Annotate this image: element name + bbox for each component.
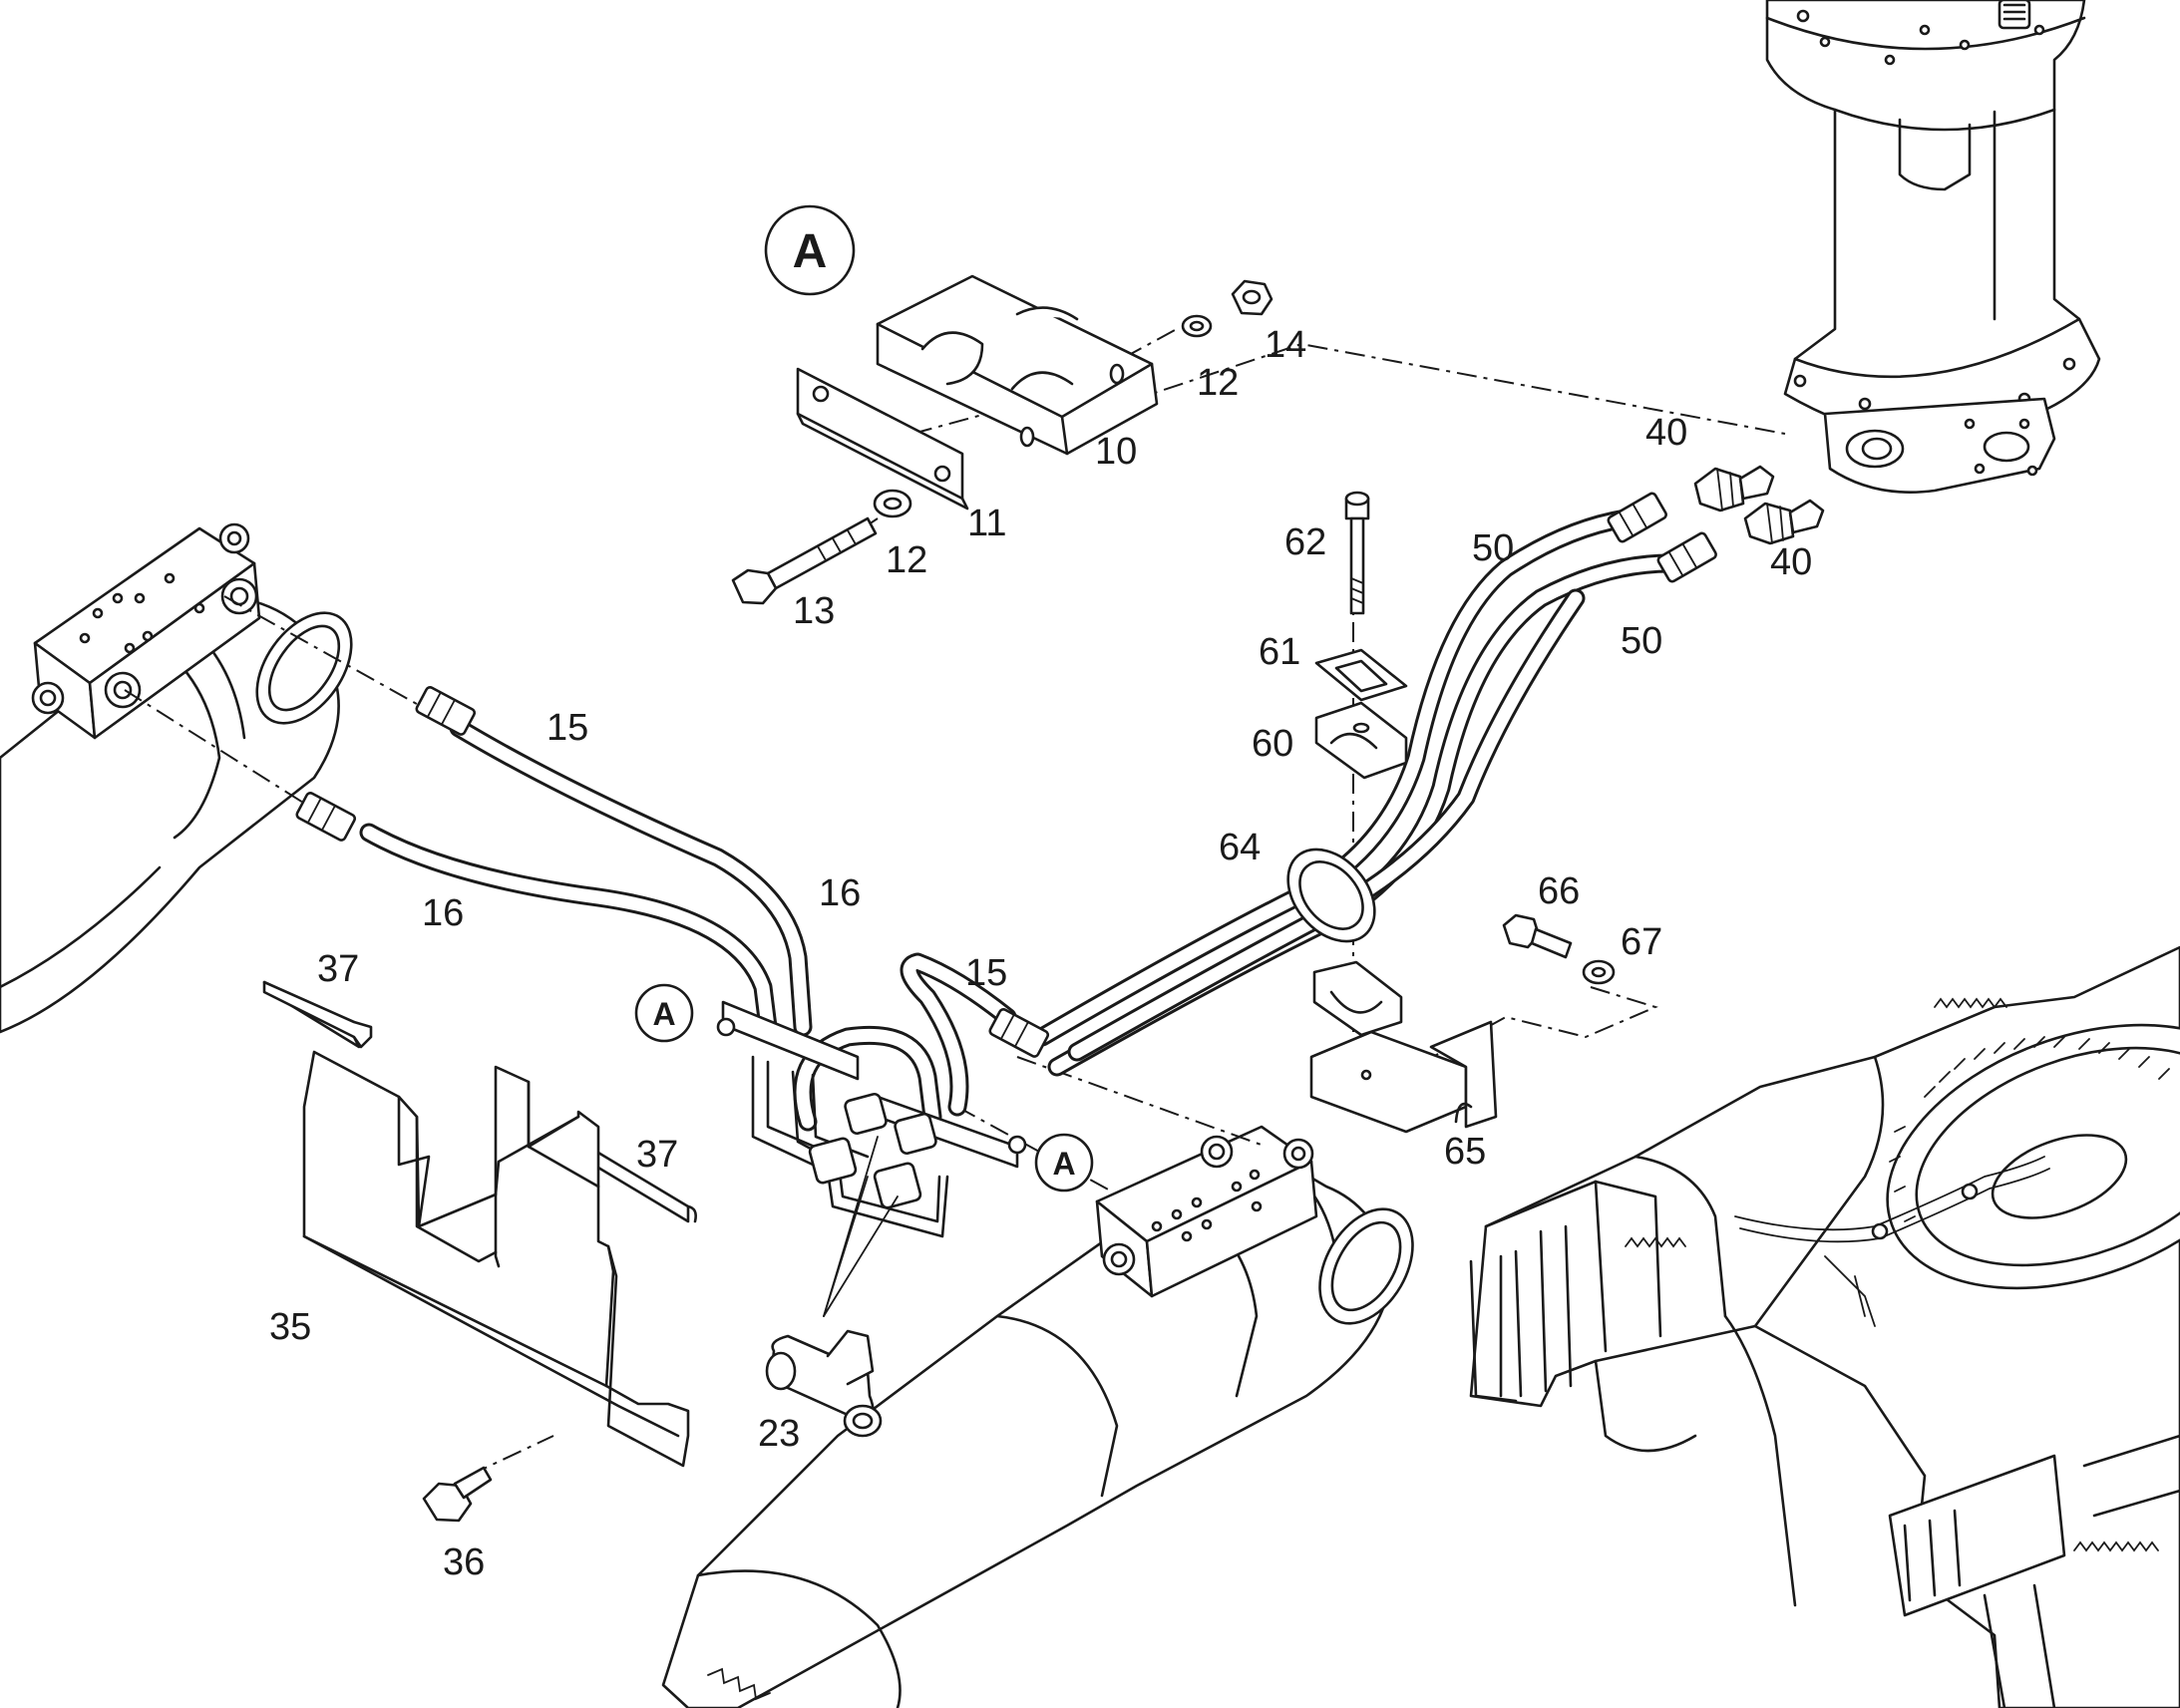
- callout-12-upper: 12: [1197, 362, 1239, 404]
- callout-64: 64: [1219, 827, 1261, 868]
- clamp-a-letter-left: A: [652, 996, 675, 1032]
- callout-16-left: 16: [422, 892, 464, 934]
- callout-15-left: 15: [546, 707, 588, 749]
- adapters-40: [1693, 465, 1825, 545]
- detail-a-marker: A: [764, 204, 856, 296]
- clamp-a-marker-left: A: [634, 983, 694, 1043]
- callout-50-lower: 50: [1621, 620, 1662, 662]
- callout-23: 23: [758, 1413, 800, 1455]
- callout-66: 66: [1538, 870, 1580, 912]
- callout-67: 67: [1621, 921, 1662, 963]
- callout-65: 65: [1444, 1131, 1486, 1173]
- swing-motor-housing: [1765, 0, 2101, 494]
- callout-13: 13: [793, 590, 835, 632]
- callout-14: 14: [1265, 324, 1306, 366]
- hose-clamp-assemblies: [716, 1000, 1027, 1238]
- callout-12-lower: 12: [886, 539, 927, 581]
- t-fitting-23: [765, 1329, 883, 1438]
- callout-50-upper: 50: [1472, 527, 1514, 569]
- detail-a-clamp-parts: [731, 274, 1273, 605]
- callout-37-upper: 37: [317, 948, 359, 990]
- clamp-a-marker-right: A: [1034, 1133, 1094, 1193]
- pipe-holder-parts: [1286, 491, 1616, 1134]
- callout-60: 60: [1252, 723, 1293, 765]
- callout-15-right: 15: [965, 952, 1007, 994]
- cylinder-lower-middle: [661, 1125, 1414, 1708]
- callout-62: 62: [1284, 521, 1326, 563]
- callout-10: 10: [1095, 431, 1137, 473]
- part-callouts: 10 11 12 12 13 14 15 15 16 16 23 35 36 3…: [269, 324, 1812, 1583]
- hose-fittings: [295, 492, 1717, 1058]
- callout-61: 61: [1259, 631, 1300, 673]
- callout-40-upper: 40: [1645, 412, 1687, 454]
- cylinder-upper-left: [0, 522, 353, 1034]
- callout-11: 11: [967, 503, 1006, 544]
- undercarriage-frame: [1469, 945, 2180, 1708]
- hoses: [359, 509, 1680, 1132]
- callout-37-lower: 37: [636, 1134, 678, 1176]
- callout-40-lower: 40: [1770, 541, 1812, 583]
- callout-23-leaders: [823, 1136, 899, 1317]
- callout-35: 35: [269, 1306, 311, 1348]
- callout-36: 36: [443, 1541, 485, 1583]
- cover-35-parts: [262, 980, 697, 1523]
- detail-a-letter: A: [793, 225, 828, 278]
- callout-16-right: 16: [819, 872, 861, 914]
- clamp-a-letter-right: A: [1052, 1146, 1075, 1182]
